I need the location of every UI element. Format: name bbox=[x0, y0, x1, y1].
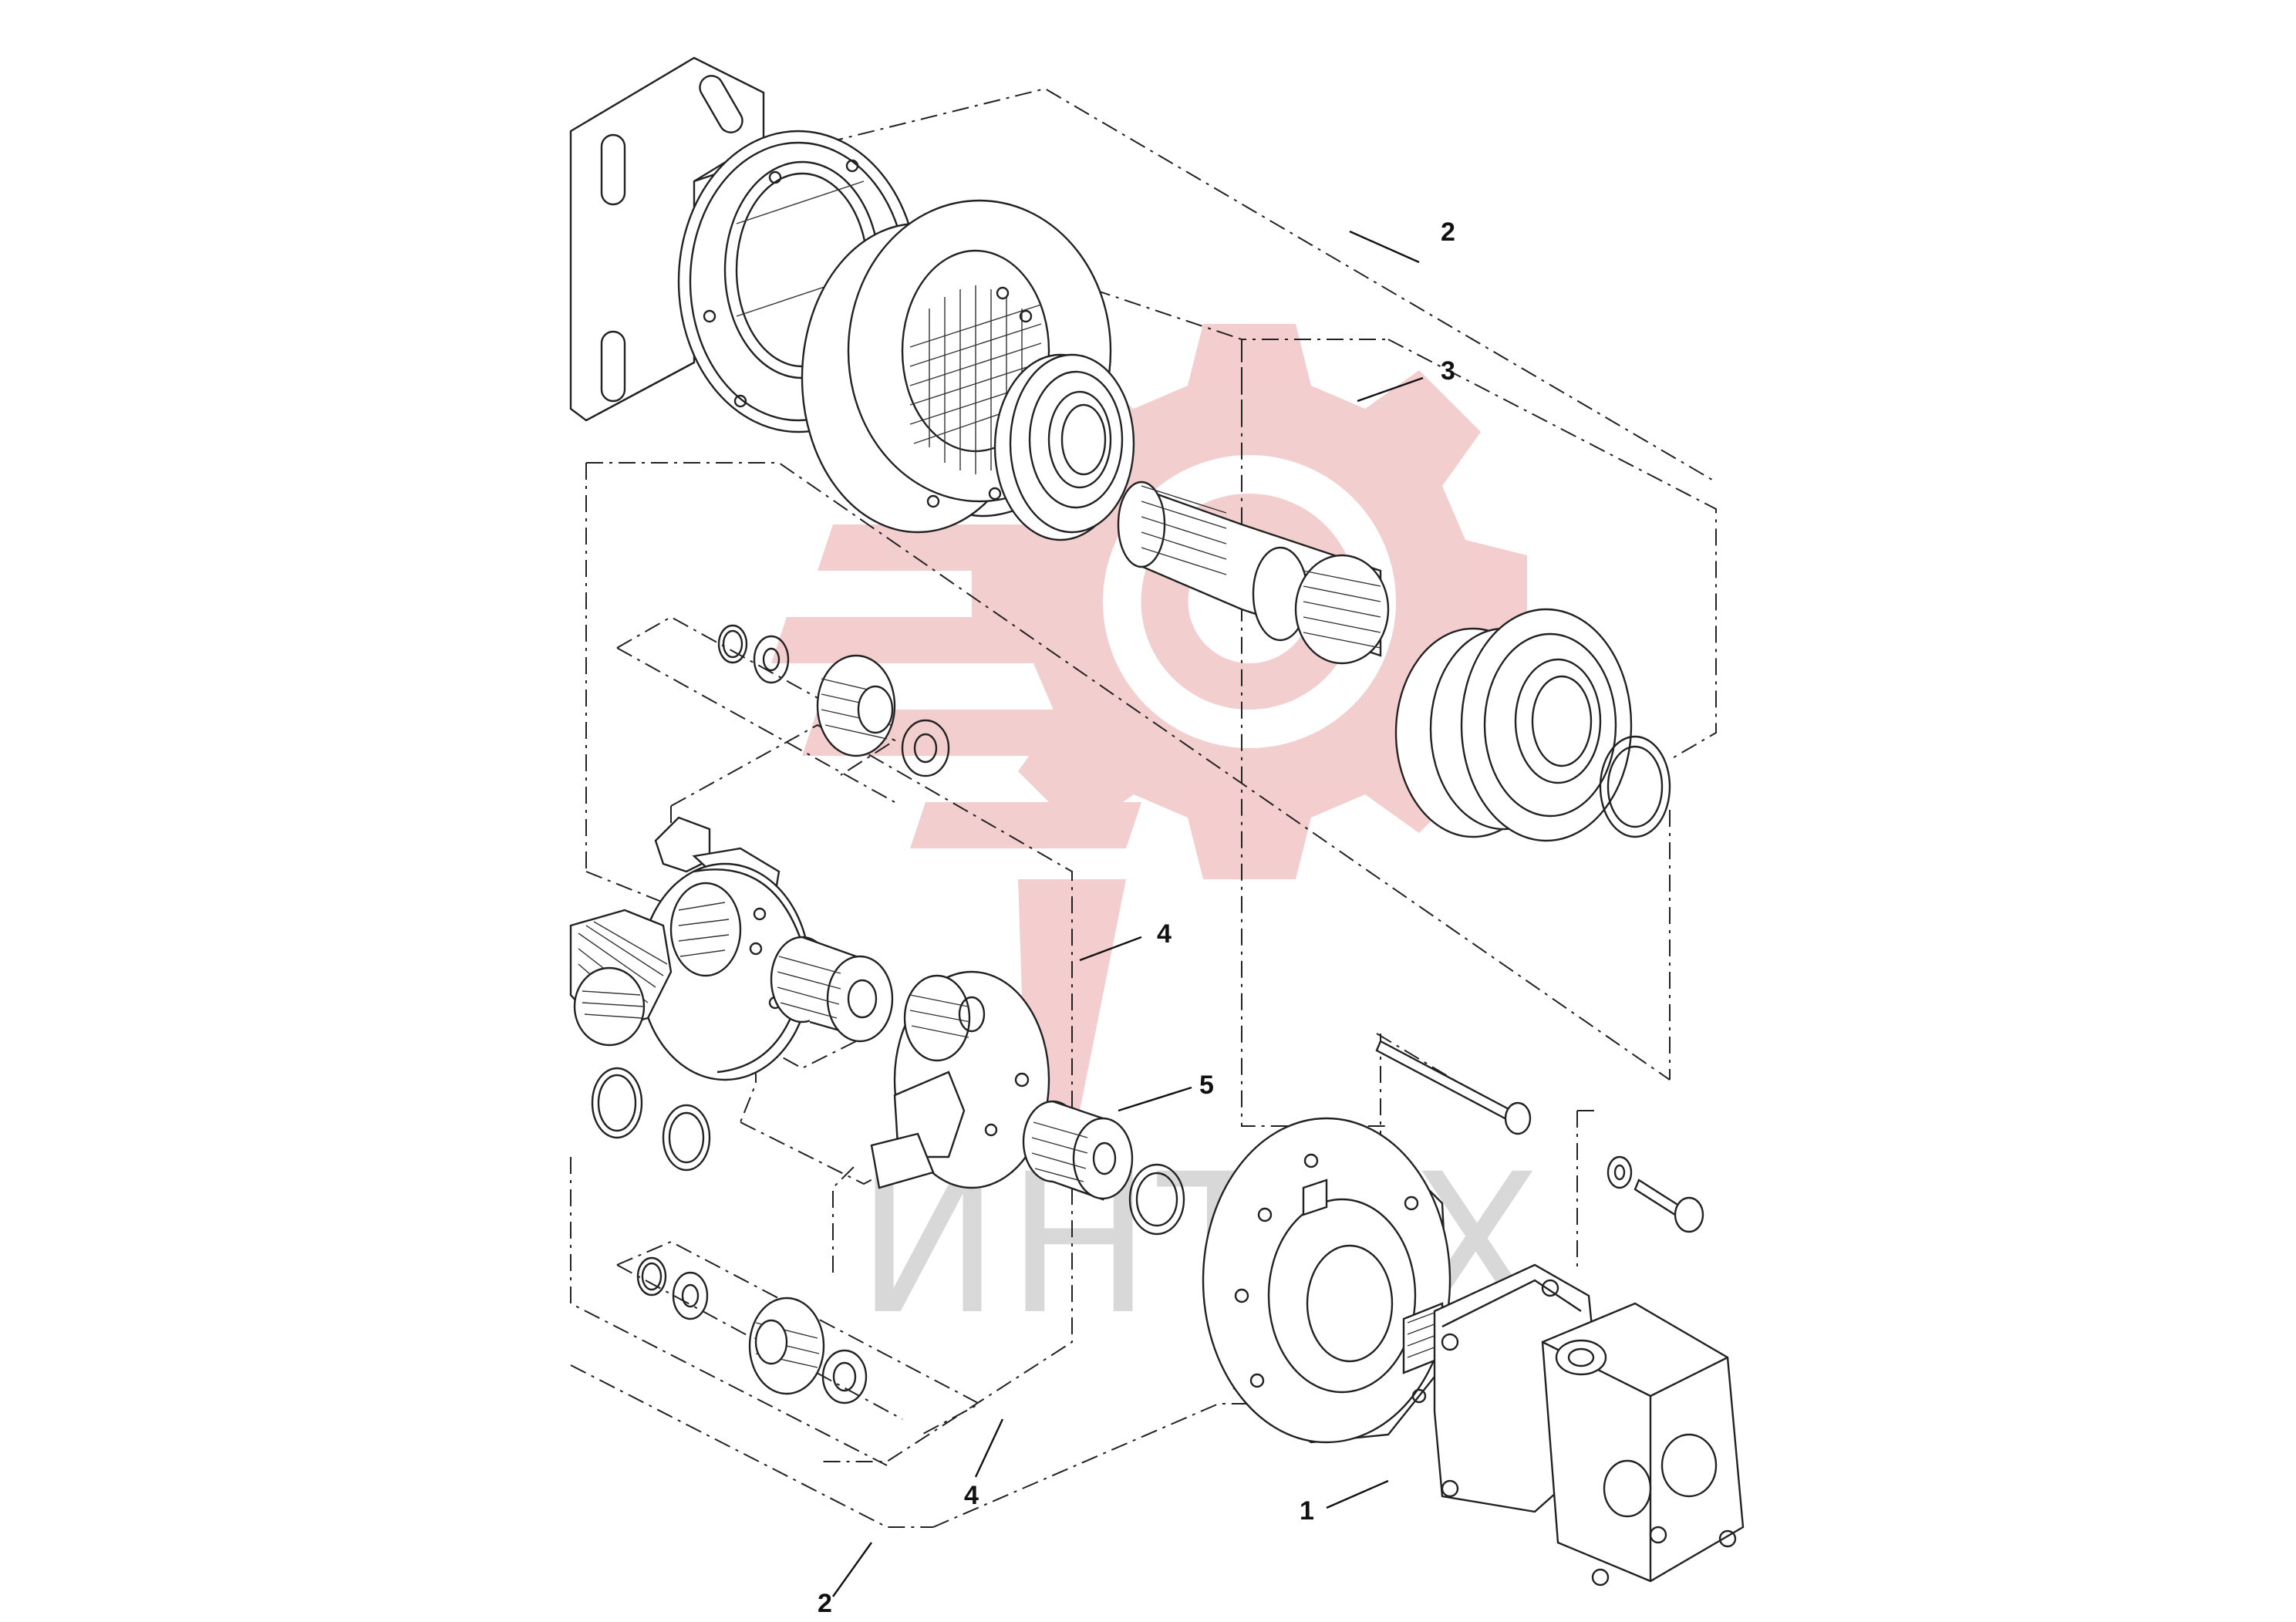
motor-adapter-housing bbox=[1202, 1117, 1451, 1444]
callout-4-middle: 4 bbox=[1157, 919, 1172, 949]
planet-carrier-right bbox=[870, 970, 1050, 1189]
callout-2-top: 2 bbox=[1441, 218, 1455, 247]
lower-planet-gear-set bbox=[636, 1256, 868, 1404]
snap-ring-lower bbox=[1128, 1163, 1185, 1236]
callout-1: 1 bbox=[1300, 1496, 1314, 1526]
planet-carrier-left bbox=[569, 816, 811, 1081]
upper-planet-gear-set bbox=[717, 624, 950, 777]
lower-bearing bbox=[1394, 608, 1633, 842]
circlip-set-middle bbox=[591, 1067, 711, 1172]
short-bolt-washer bbox=[1607, 1155, 1704, 1233]
long-bolt bbox=[1375, 1040, 1532, 1135]
splined-shaft bbox=[1117, 481, 1390, 665]
callout-5: 5 bbox=[1199, 1071, 1214, 1100]
callout-labels: 2 3 4 5 1 4 2 bbox=[818, 218, 1455, 1618]
upper-bearing bbox=[993, 353, 1135, 541]
callout-3: 3 bbox=[1441, 356, 1455, 386]
spline-coupling bbox=[1022, 1100, 1134, 1201]
snap-ring-right bbox=[1599, 735, 1671, 838]
callout-4-bottom: 4 bbox=[964, 1481, 979, 1510]
hydraulic-motor bbox=[1402, 1263, 1745, 1587]
callout-2-bottom: 2 bbox=[818, 1589, 832, 1618]
sun-gear bbox=[770, 936, 894, 1043]
callout-leaders bbox=[832, 230, 1424, 1597]
